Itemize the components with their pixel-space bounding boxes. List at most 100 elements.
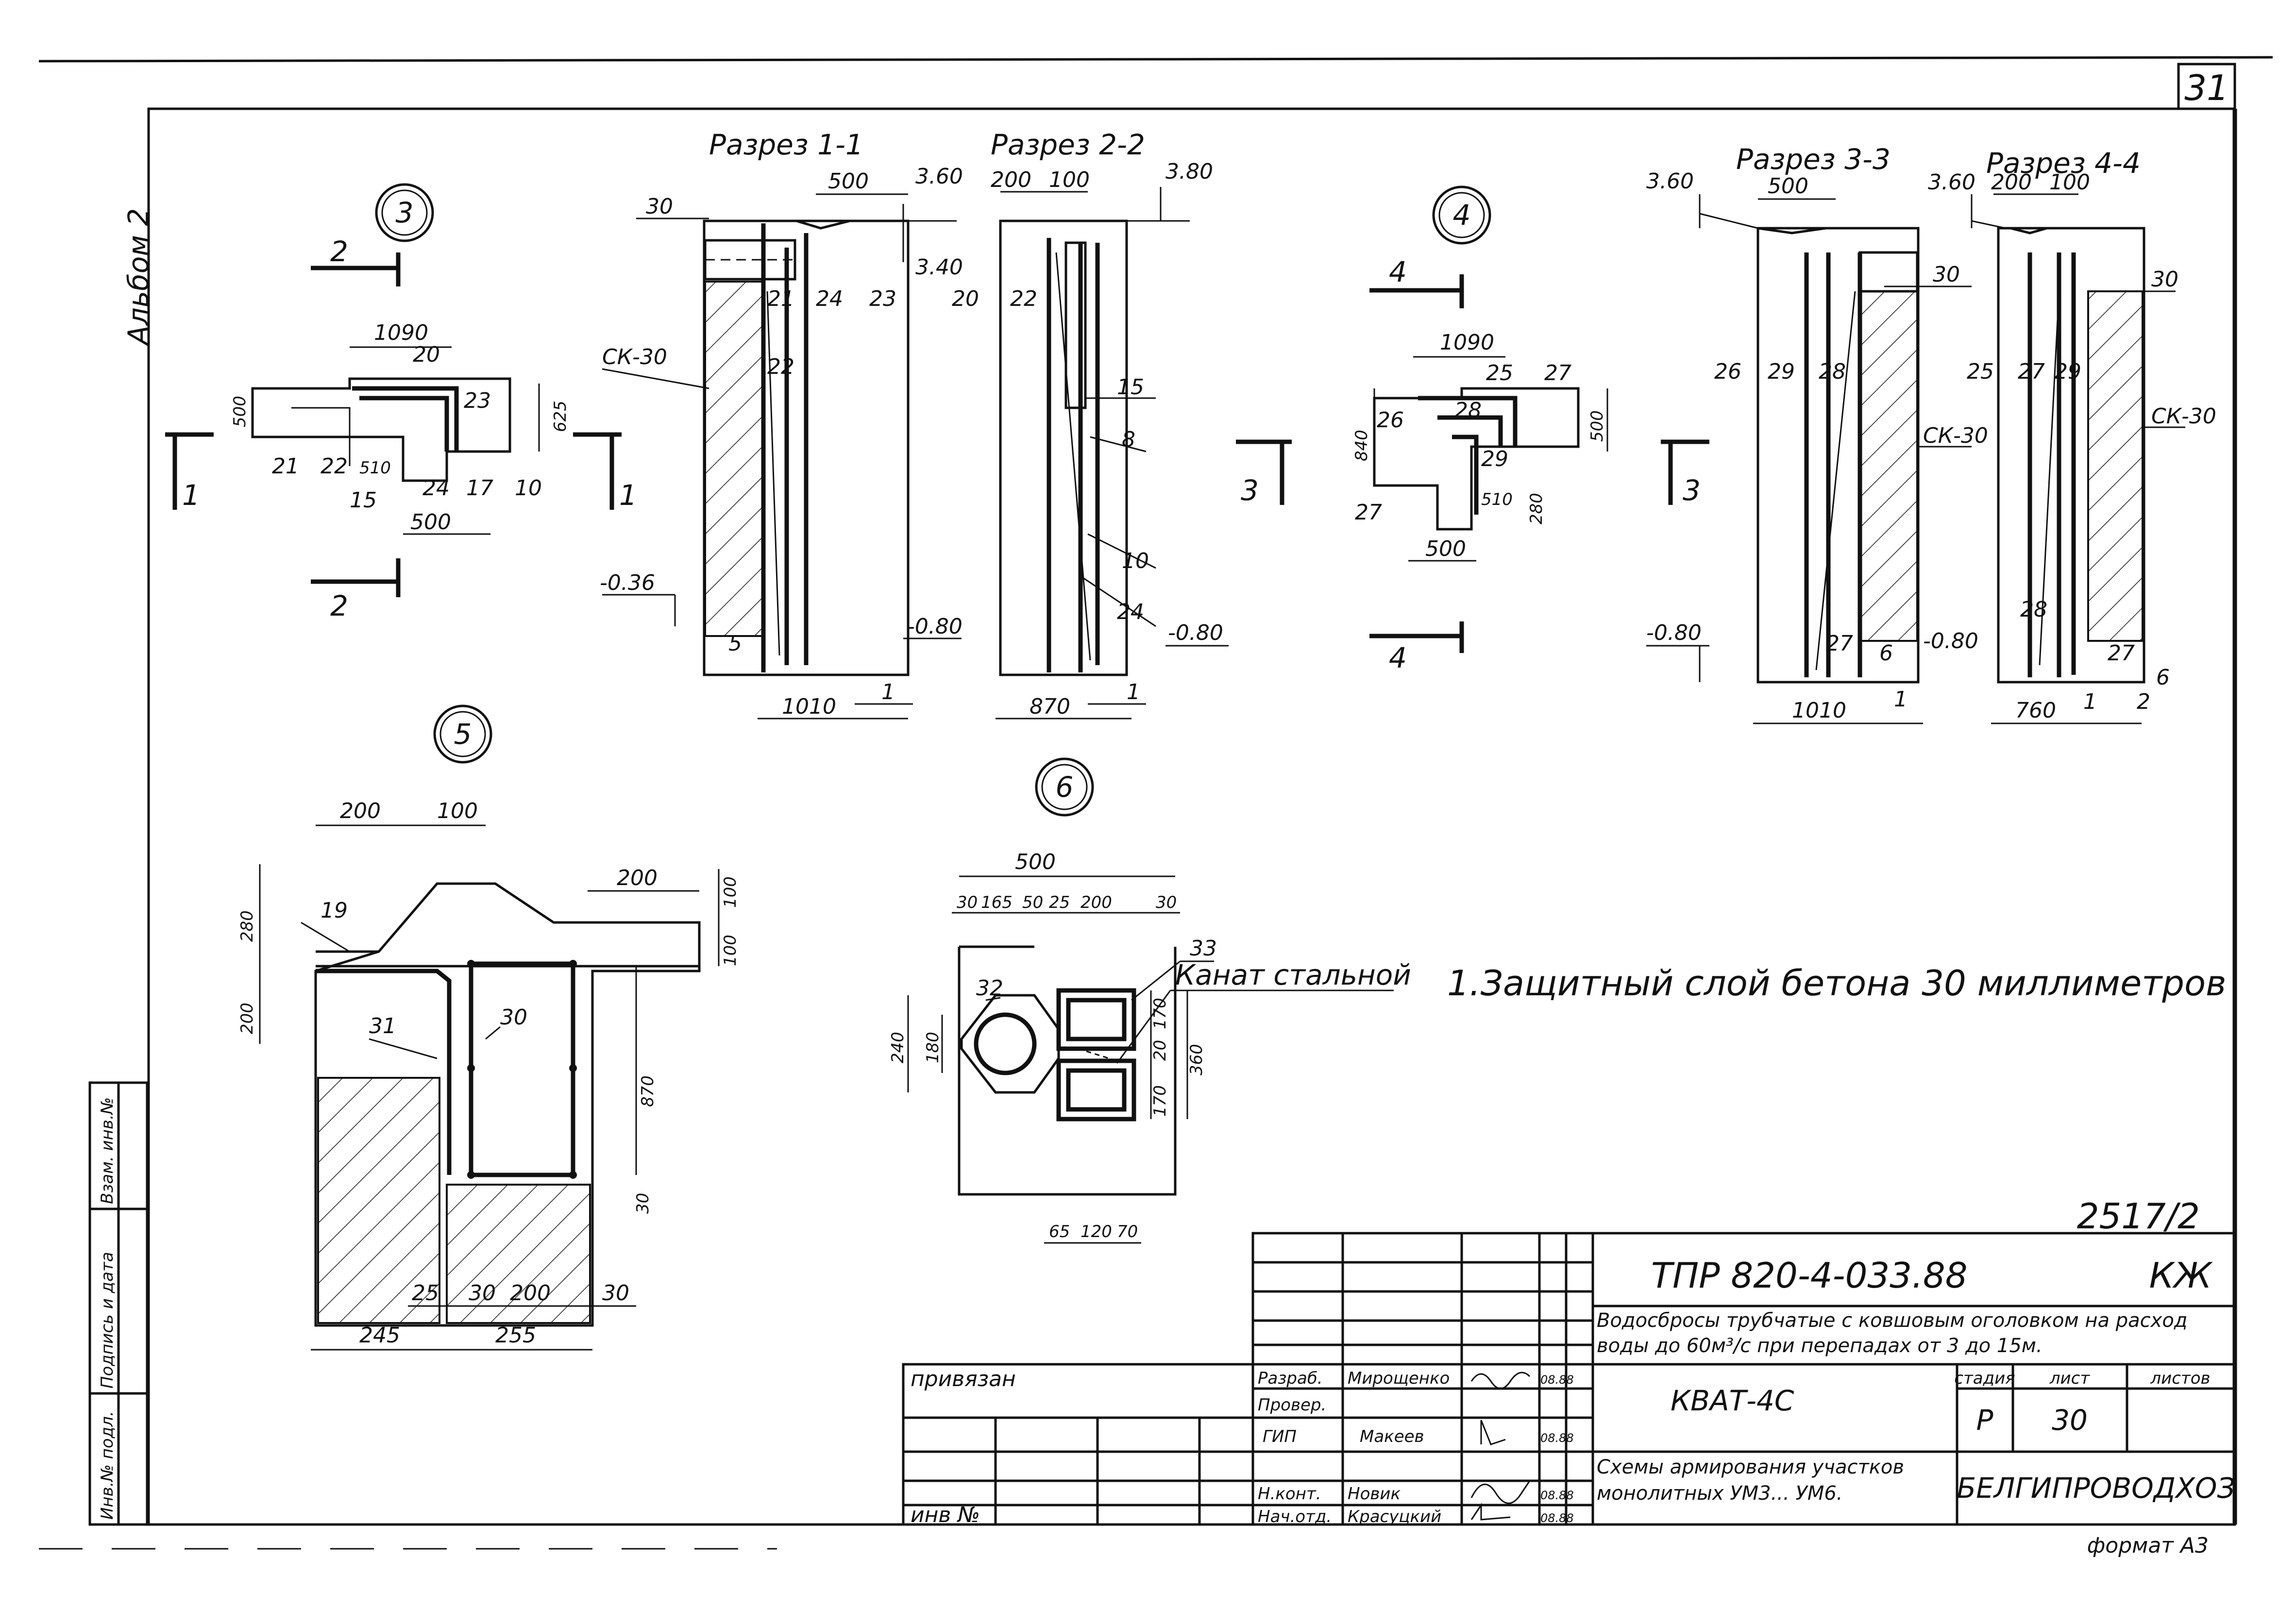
node-5-dim-v-a: 280 bbox=[237, 910, 257, 942]
section-1-1-label-b: СК-30 bbox=[602, 345, 667, 369]
node-3-dim-inner: 510 bbox=[359, 458, 391, 478]
node-3-dim-bottom: 500 bbox=[410, 510, 451, 535]
node-5-dim-mid-v: 870 bbox=[638, 1075, 658, 1107]
node-4-dim-bottom: 500 bbox=[1425, 536, 1466, 561]
node-5-marker bbox=[433, 704, 492, 764]
section-4-4-dim-bottom: 760 bbox=[2015, 698, 2056, 723]
node-5-dim-v-b: 200 bbox=[237, 1003, 257, 1034]
section-1-1-level-mid: 3.40 bbox=[915, 255, 963, 280]
section-1-1: Разрез 1-1 1 500 3.60 3.40 -0.36 -0.80 1… bbox=[573, 128, 963, 720]
node-4-label-28: 28 bbox=[1454, 398, 1482, 423]
date-3: 08.88 bbox=[1540, 1431, 1574, 1445]
node-3-label-22: 22 bbox=[321, 454, 348, 479]
node-6-dim-left-h: 240 bbox=[888, 1032, 908, 1063]
node-3-marker bbox=[375, 183, 434, 242]
node-5: 5 200 100 200 280 200 100 100 870 30 25 … bbox=[237, 704, 740, 1351]
section-4-4-label-j: 2 bbox=[2137, 689, 2150, 714]
node-3-label-21: 21 bbox=[272, 454, 299, 479]
section-2-2-dim-top-b: 100 bbox=[1049, 168, 1090, 192]
section-2-2-label-g: 1 bbox=[1127, 680, 1140, 704]
section-1-1-level-low: -0.36 bbox=[600, 570, 655, 595]
node-3-number: 3 bbox=[396, 196, 414, 229]
date-1: 08.88 bbox=[1540, 1373, 1574, 1387]
doc-code: ТПР 820-4-033.88 bbox=[1651, 1255, 1968, 1296]
side-stamp-label-2: Подпись и дата bbox=[98, 1252, 117, 1389]
side-stamp: Взам. инв.№ Подпись и дата Инв.№ подл. bbox=[88, 1081, 149, 1526]
node-5-dim-b3: 200 bbox=[510, 1281, 551, 1306]
section-2-2-dim-bottom: 870 bbox=[1030, 694, 1070, 719]
node-4-dim-inner: 510 bbox=[1481, 490, 1513, 509]
section-3-3-title: Разрез 3-3 bbox=[1736, 143, 1891, 176]
node-5-dim-right: 200 bbox=[617, 866, 658, 890]
section-4-4-label-c: 27 bbox=[2018, 359, 2045, 384]
section-3-3-label-e: СК-30 bbox=[1923, 423, 1988, 448]
node-3-label-15: 15 bbox=[350, 488, 377, 513]
node-3: 3 2 2 1 1090 500 625 500 510 20 21 22 23… bbox=[165, 183, 570, 622]
role-6: Нач.отд. bbox=[1258, 1507, 1332, 1526]
section-2-2-level-bottom: -0.80 bbox=[1168, 620, 1223, 645]
node-6-dim-d5: 200 bbox=[1080, 893, 1112, 912]
section-3-3-label-a: 30 bbox=[1933, 262, 1960, 287]
node-5-dim-low-v: 30 bbox=[633, 1193, 653, 1214]
node-5-dim-top-a: 200 bbox=[340, 799, 381, 823]
organization: БЕЛГИПРОВОДХОЗ bbox=[1957, 1472, 2235, 1505]
name-1: Мирощенко bbox=[1348, 1369, 1450, 1388]
section-1-1-label-f: 22 bbox=[767, 354, 794, 379]
section-2-2-label-d: 8 bbox=[1122, 427, 1135, 452]
name-6: Красуцкий bbox=[1348, 1507, 1441, 1526]
node-3-dim-width: 1090 bbox=[374, 320, 428, 345]
section-3-3-dim-top: 500 bbox=[1768, 174, 1808, 199]
sheet-title-box: Схемы армирования участков монолитных УМ… bbox=[1597, 1456, 1904, 1505]
doc-mark: КЖ bbox=[2149, 1255, 2213, 1296]
sheet-value: 30 bbox=[2052, 1404, 2088, 1437]
stage-value: Р bbox=[1976, 1404, 1993, 1437]
node-6-dim-d6: 30 bbox=[1156, 893, 1177, 912]
role-1: Разраб. bbox=[1258, 1369, 1323, 1388]
node-4-dim-right: 500 bbox=[1587, 410, 1607, 442]
node-6-dim-d1: 30 bbox=[957, 893, 978, 912]
node-3-label-23: 23 bbox=[464, 388, 491, 413]
sheet-number-box bbox=[2177, 63, 2236, 110]
section-3-3-label-g: 6 bbox=[1879, 641, 1893, 666]
format-label: формат А3 bbox=[2087, 1533, 2209, 1558]
node-5-dim-total-a: 245 bbox=[359, 1323, 400, 1348]
node-4-cut-4-bottom: 4 bbox=[1389, 641, 1407, 674]
node-5-number: 5 bbox=[454, 718, 472, 751]
node-4-label-26: 26 bbox=[1377, 408, 1404, 433]
name-5: Новик bbox=[1348, 1484, 1401, 1504]
node-6-dim-b2: 120 bbox=[1080, 1222, 1112, 1241]
object-code: КВАТ-4С bbox=[1671, 1384, 1794, 1417]
node-3-label-17: 17 bbox=[466, 476, 493, 501]
section-4-4-label-f: 28 bbox=[2020, 597, 2047, 622]
section-3-3-level-bottom: -0.80 bbox=[1646, 620, 1702, 645]
node-3-cut-1: 1 bbox=[182, 479, 200, 512]
section-4-4: Разрез 4-4 3.60 200 100 760 30 25 27 29 … bbox=[1928, 147, 2216, 724]
node-6-dim-right-c: 170 bbox=[1150, 1085, 1170, 1117]
node-6-label-a: 33 bbox=[1190, 936, 1217, 961]
section-3-3: Разрез 3-3 3 3.60 500 -0.80 -0.80 1010 3… bbox=[1646, 143, 1988, 724]
section-3-3-label-f: 27 bbox=[1826, 631, 1853, 656]
section-3-3-label-h: 1 bbox=[1894, 687, 1908, 712]
sheet-title: Схемы армирования участков монолитных УМ… bbox=[1597, 1456, 1904, 1505]
node-4-label-25: 25 bbox=[1486, 361, 1513, 385]
section-1-1-label-e: 23 bbox=[869, 286, 896, 311]
section-1-1-title: Разрез 1-1 bbox=[709, 128, 863, 161]
node-3-dim-right: 625 bbox=[551, 401, 570, 432]
section-1-1-label-a: 30 bbox=[646, 194, 673, 219]
section-2-2-label-e: 10 bbox=[1122, 549, 1149, 573]
node-6-rope-label: Канат стальной bbox=[1175, 958, 1411, 991]
title-block: 2517/2 привязан инв № Р bbox=[902, 1196, 2236, 1527]
node-6-dim-b3: 70 bbox=[1117, 1222, 1138, 1241]
section-2-2: Разрез 2-2 200 100 3.80 -0.80 870 20 22 … bbox=[952, 128, 1229, 720]
name-3: Макеев bbox=[1360, 1427, 1424, 1446]
node-3-label-10: 10 bbox=[515, 476, 542, 501]
section-4-4-title: Разрез 4-4 bbox=[1986, 147, 2141, 180]
section-1-1-label-h: 1 bbox=[881, 680, 895, 704]
node-6-dim-right-total: 360 bbox=[1187, 1044, 1206, 1075]
section-2-2-title: Разрез 2-2 bbox=[991, 128, 1145, 161]
node-4-cut-3-left: 3 bbox=[1241, 474, 1259, 507]
node-3-label-24: 24 bbox=[422, 476, 450, 501]
section-4-4-label-a: 30 bbox=[2151, 267, 2178, 292]
node-6-marker bbox=[1035, 757, 1094, 817]
node-5-dim-b1: 25 bbox=[412, 1281, 439, 1306]
